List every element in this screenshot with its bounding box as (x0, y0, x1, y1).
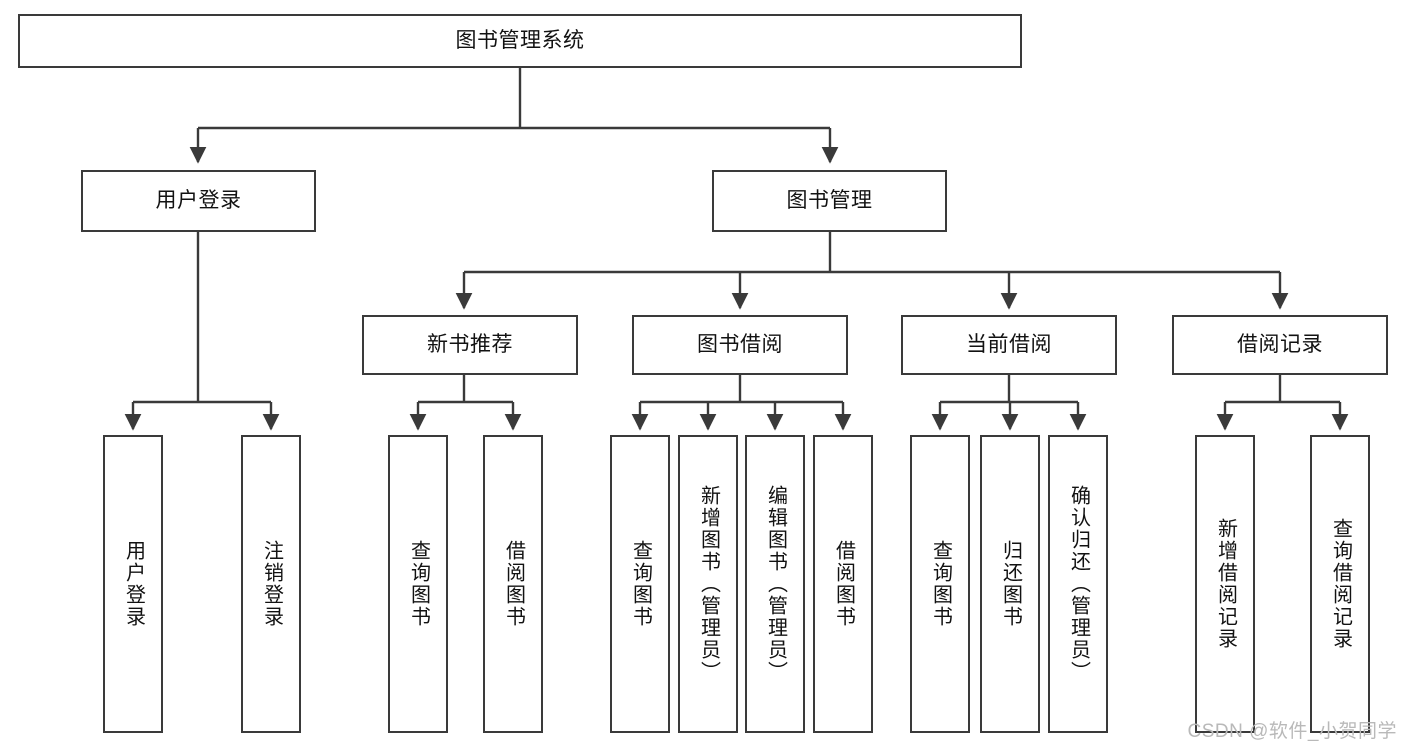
leaf-borrow-book[interactable]: 借阅图书 (813, 435, 873, 733)
node-label: 图书管理系统 (455, 29, 585, 53)
node-label: 查询图书 (629, 540, 652, 628)
node-label: 查询图书 (407, 540, 430, 628)
node-label: 归还图书 (999, 540, 1022, 628)
node-root-system[interactable]: 图书管理系统 (18, 14, 1022, 68)
node-current-borrow[interactable]: 当前借阅 (901, 315, 1117, 375)
node-book-management[interactable]: 图书管理 (712, 170, 947, 232)
node-label: 查询图书 (929, 540, 952, 628)
node-label: 用户登录 (155, 189, 242, 213)
leaf-query-book-recommend[interactable]: 查询图书 (388, 435, 448, 733)
leaf-query-book-current[interactable]: 查询图书 (910, 435, 970, 733)
leaf-confirm-return-admin[interactable]: 确认归还（管理员） (1048, 435, 1108, 733)
node-label: 查询借阅记录 (1329, 518, 1352, 650)
node-book-borrow[interactable]: 图书借阅 (632, 315, 848, 375)
node-label: 当前借阅 (966, 333, 1052, 357)
leaf-user-login[interactable]: 用户登录 (103, 435, 163, 733)
node-label: 注销登录 (260, 540, 283, 628)
leaf-query-book-borrow[interactable]: 查询图书 (610, 435, 670, 733)
node-user-login[interactable]: 用户登录 (81, 170, 316, 232)
leaf-query-borrow-record[interactable]: 查询借阅记录 (1310, 435, 1370, 733)
node-label: 借阅图书 (832, 540, 855, 628)
leaf-add-book-admin[interactable]: 新增图书（管理员） (678, 435, 738, 733)
node-label: 新书推荐 (427, 333, 513, 357)
node-label: 用户登录 (122, 540, 145, 628)
watermark: CSDN @软件_小贺同学 (1187, 721, 1397, 742)
leaf-add-borrow-record[interactable]: 新增借阅记录 (1195, 435, 1255, 733)
node-label: 借阅记录 (1237, 333, 1323, 357)
leaf-return-book[interactable]: 归还图书 (980, 435, 1040, 733)
node-label: 图书借阅 (697, 333, 783, 357)
leaf-edit-book-admin[interactable]: 编辑图书（管理员） (745, 435, 805, 733)
leaf-borrow-book-recommend[interactable]: 借阅图书 (483, 435, 543, 733)
node-new-book-recommend[interactable]: 新书推荐 (362, 315, 578, 375)
node-label: 编辑图书（管理员） (764, 485, 787, 683)
node-label: 图书管理 (786, 189, 873, 213)
node-borrow-record[interactable]: 借阅记录 (1172, 315, 1388, 375)
leaf-user-logout[interactable]: 注销登录 (241, 435, 301, 733)
node-label: 借阅图书 (502, 540, 525, 628)
node-label: 新增借阅记录 (1214, 518, 1237, 650)
node-label: 确认归还（管理员） (1067, 485, 1090, 683)
node-label: 新增图书（管理员） (697, 485, 720, 683)
